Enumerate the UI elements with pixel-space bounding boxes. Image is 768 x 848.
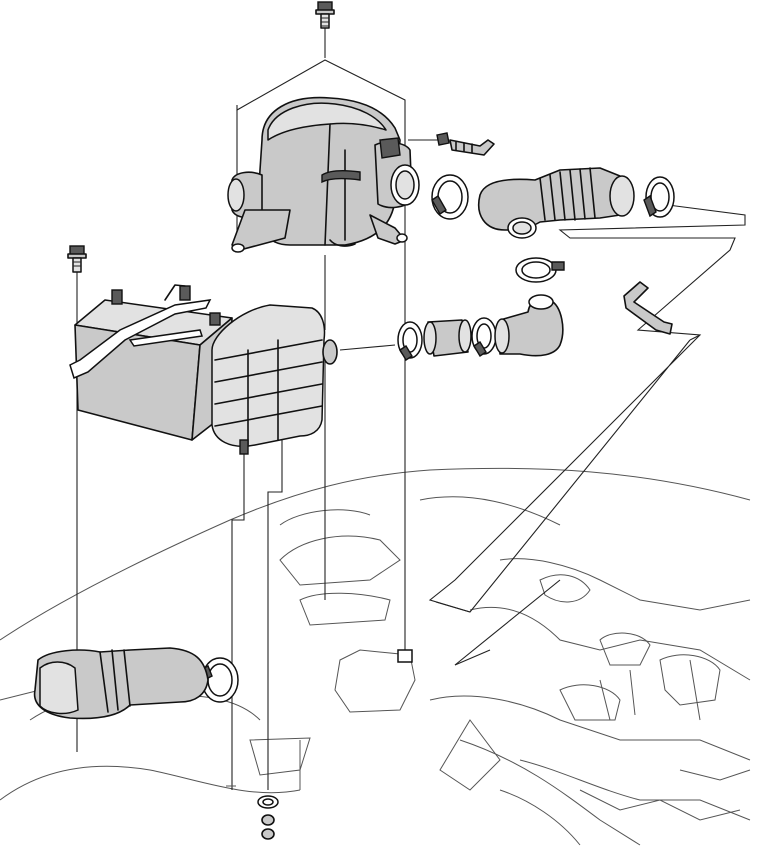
bolt-top xyxy=(315,1,335,29)
clamp-2 xyxy=(643,176,675,218)
hose-clamps xyxy=(195,174,675,703)
intake-duct-upper xyxy=(478,167,635,239)
clamp-4 xyxy=(397,321,423,361)
clamp-5 xyxy=(471,317,497,357)
clamp-1 xyxy=(431,174,469,220)
washer-grommet xyxy=(257,795,279,840)
elbow-hose xyxy=(494,294,564,357)
resonator-box xyxy=(211,304,338,455)
bolt-left xyxy=(67,245,87,273)
engine-brackets xyxy=(226,649,413,790)
intake-duct-lower xyxy=(33,647,209,720)
breather-hose-upper xyxy=(449,139,495,156)
clamp-3 xyxy=(515,257,565,283)
straight-hose xyxy=(423,319,472,357)
air-cleaner-housing xyxy=(227,96,420,253)
mounting-bolts xyxy=(67,1,450,273)
breather-hose xyxy=(623,281,673,335)
battery xyxy=(69,284,233,441)
bolt-small xyxy=(436,132,450,146)
